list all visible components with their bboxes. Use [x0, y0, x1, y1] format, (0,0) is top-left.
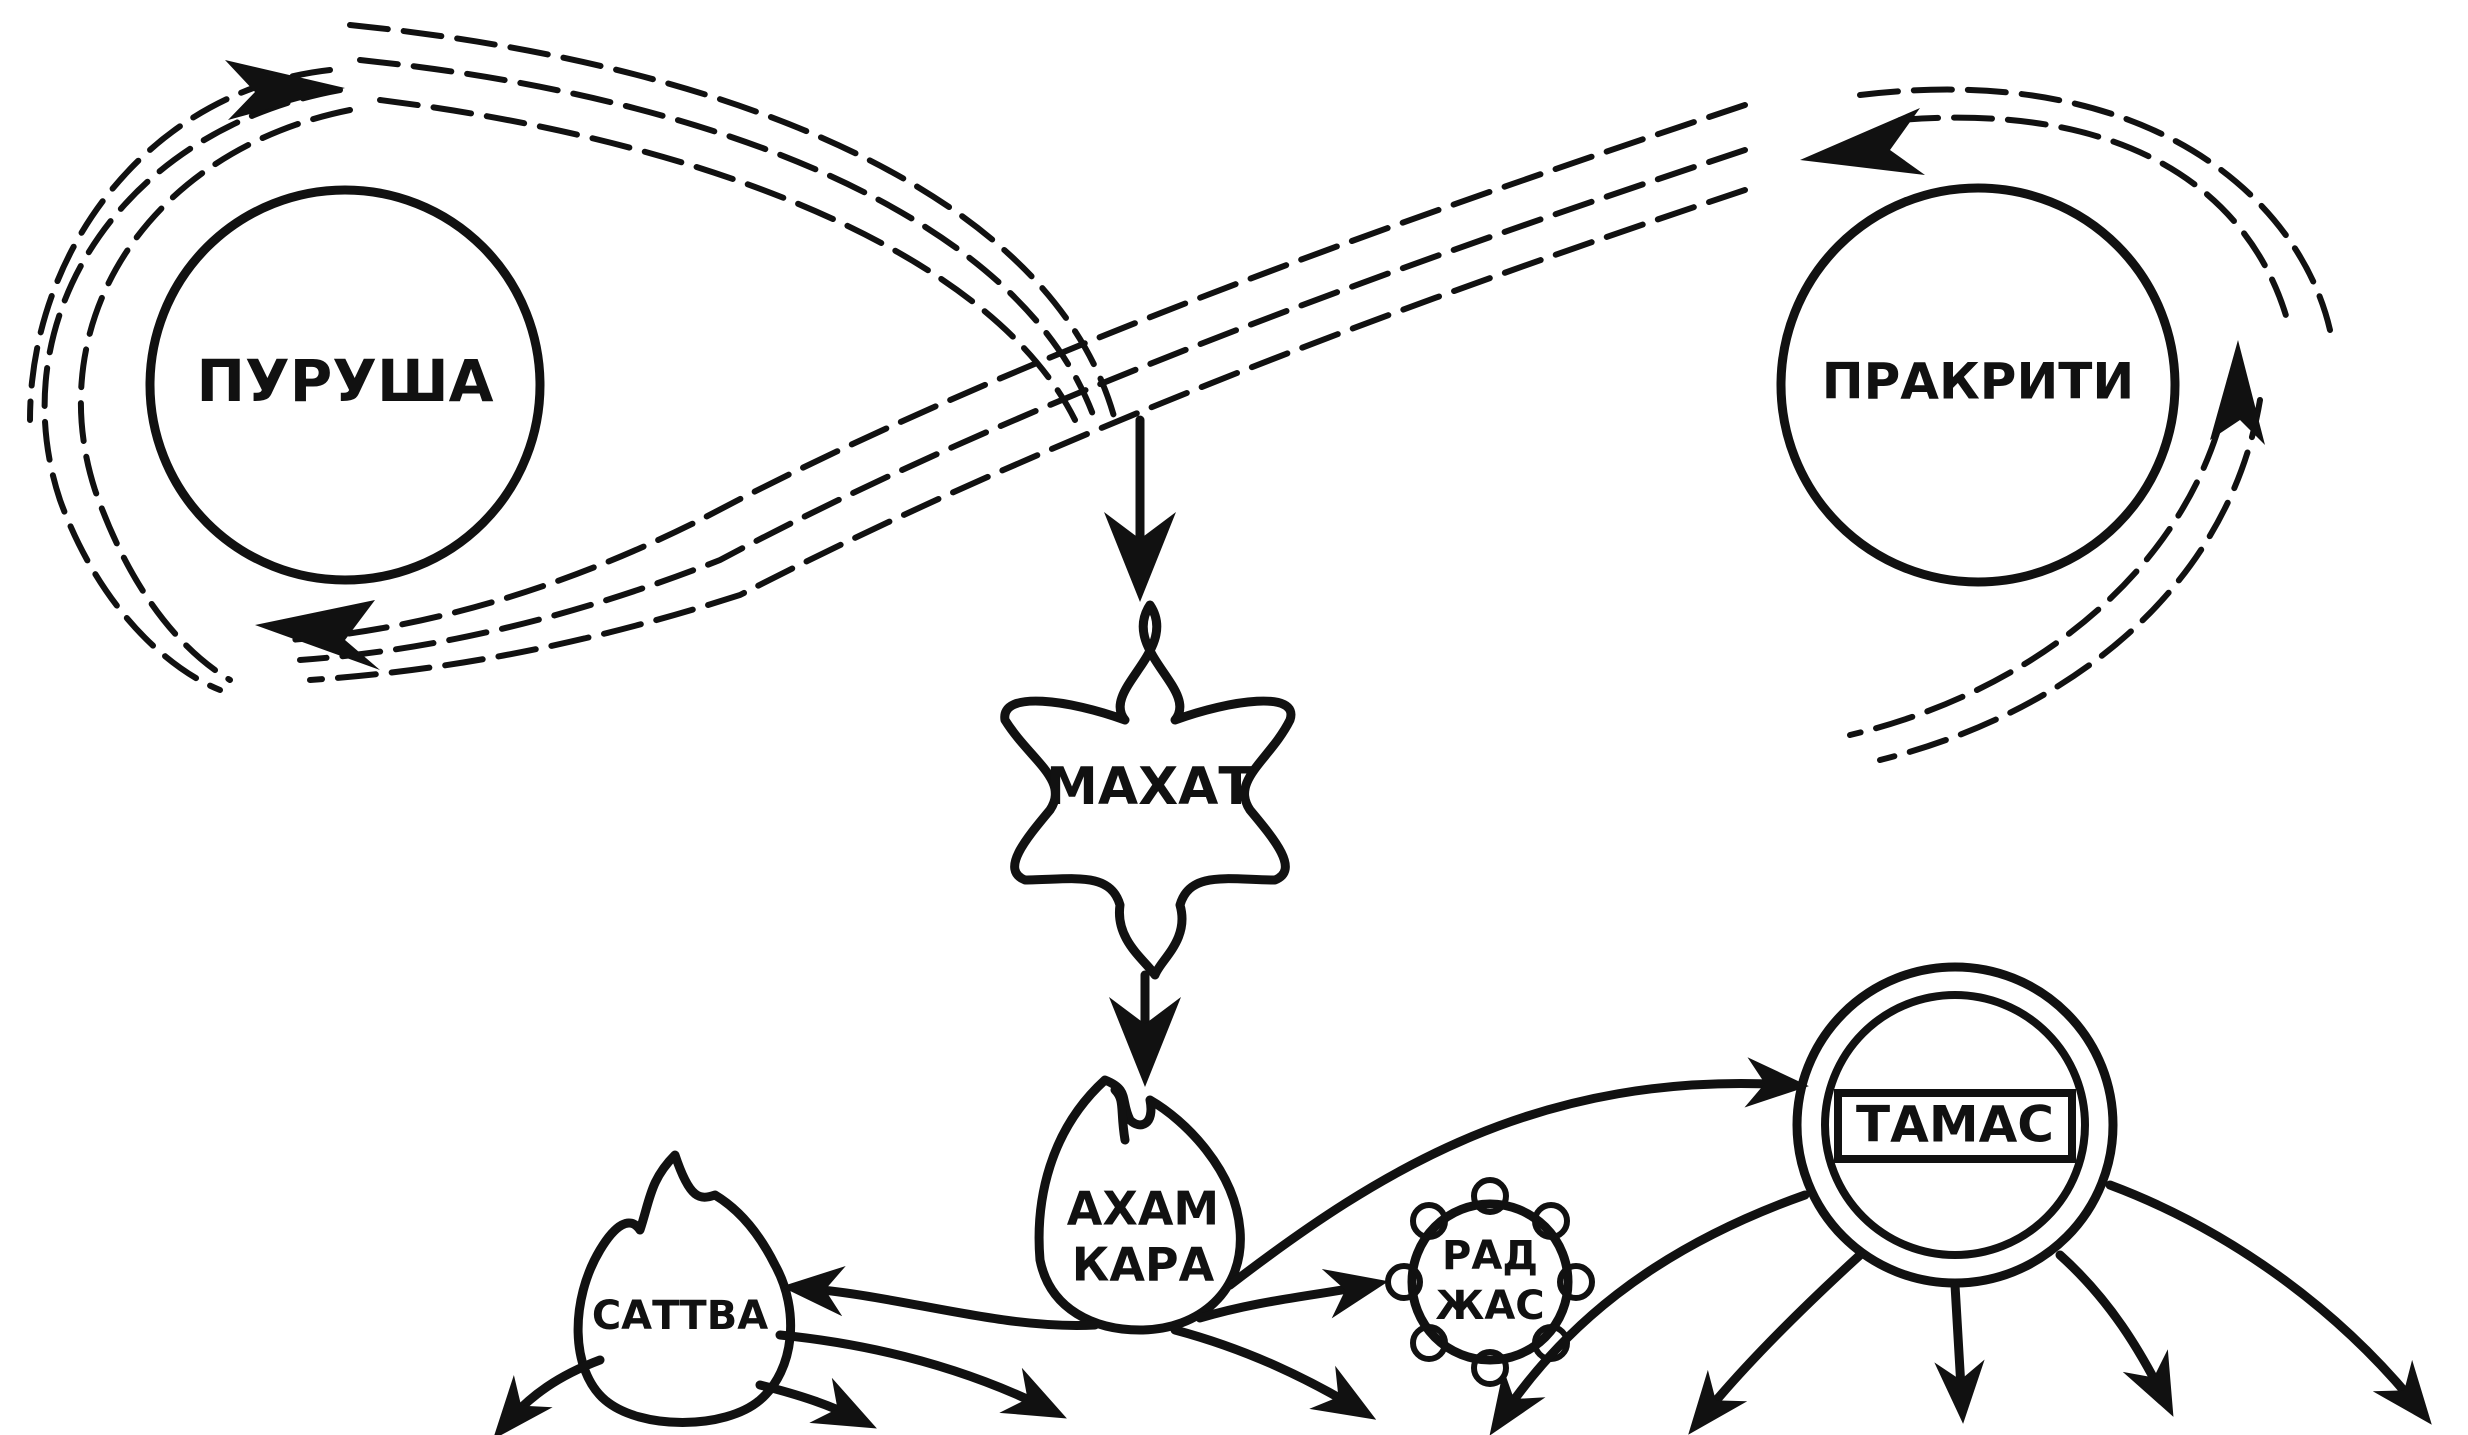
tamas-label: ТАМАС: [1856, 1096, 2054, 1154]
ahamkara-label-1: АХАМ: [1067, 1182, 1219, 1236]
ahamkara-label-2: КАРА: [1072, 1238, 1215, 1292]
strand-top-1: [347, 22, 1118, 423]
purusha-loop-outer: [41, 87, 343, 693]
arrow-tamas-5: [2105, 1180, 2432, 1425]
arrowhead-top-left: [225, 60, 345, 120]
prakriti-loop-inner: [1897, 114, 2293, 333]
rajas-circle: [1407, 1199, 1573, 1365]
arrowhead-top-right: [1800, 108, 1925, 175]
arrow-ahamkara-to-rajas: [1195, 1268, 1389, 1323]
arrowhead-right-up: [2210, 340, 2265, 445]
mahat-star: [1000, 600, 1296, 980]
tamas-inner-circle: [1821, 991, 2089, 1259]
rajas-label-2: ЖАС: [1435, 1283, 1544, 1329]
arrow-ahamkara-to-tamas: [1225, 1057, 1809, 1290]
rajas-label-1: РАД: [1442, 1233, 1538, 1279]
arrow-tamas-4: [2055, 1250, 2174, 1417]
tamas-box: [1834, 1089, 2076, 1163]
arrow-tamas-2: [1688, 1250, 1865, 1435]
prakriti-label: ПРАКРИТИ: [1822, 353, 2135, 411]
sattva-flame: [573, 1150, 796, 1427]
tamas-node: ТАМАС: [1792, 962, 2118, 1288]
arrow-sattva-left: [492, 1355, 605, 1435]
arrow-tamas-1: [1489, 1190, 1810, 1435]
strand-cross-3: [307, 187, 1748, 683]
rajas-node: РАД ЖАС: [1385, 1177, 1595, 1387]
sattva-node: САТТВА: [573, 1150, 796, 1427]
arrow-tamas-3: [1934, 1280, 1985, 1424]
gunas-flows: [492, 1057, 2432, 1435]
prakriti-circle: [1776, 183, 2180, 587]
sattva-label: САТТВА: [592, 1293, 768, 1339]
purusha-node: ПУРУША: [145, 185, 545, 585]
prakriti-node: ПРАКРИТИ: [1776, 183, 2180, 587]
prakriti-loop-lower: [1847, 377, 2233, 738]
strand-top-3: [377, 97, 1078, 423]
mahat-label: МАХАТ: [1046, 757, 1254, 817]
mahat-node: МАХАТ: [1000, 600, 1296, 980]
arrowhead-bottom-left: [255, 600, 380, 670]
strand-cross-2: [297, 147, 1748, 663]
prakriti-loop-lower2: [1877, 397, 2263, 763]
arrow-ahamkara-down: [1170, 1325, 1377, 1420]
prakriti-loop-outer: [1857, 86, 2333, 333]
purusha-circle: [145, 185, 545, 585]
arrow-sattva-right: [775, 1330, 1067, 1419]
ahamkara-flame-stroke: [1110, 1085, 1130, 1145]
ahamkara-node: АХАМ КАРА: [1034, 1075, 1245, 1335]
strand-top-2: [357, 57, 1098, 423]
loop-arrows: [225, 60, 2265, 670]
strand-cross-1: [287, 102, 1748, 643]
arrow-sattva-down: [755, 1377, 877, 1429]
purusha-label: ПУРУША: [196, 347, 493, 415]
arrow-ahamkara-to-sattva: [781, 1265, 1100, 1330]
purusha-loop-inner: [77, 107, 353, 683]
